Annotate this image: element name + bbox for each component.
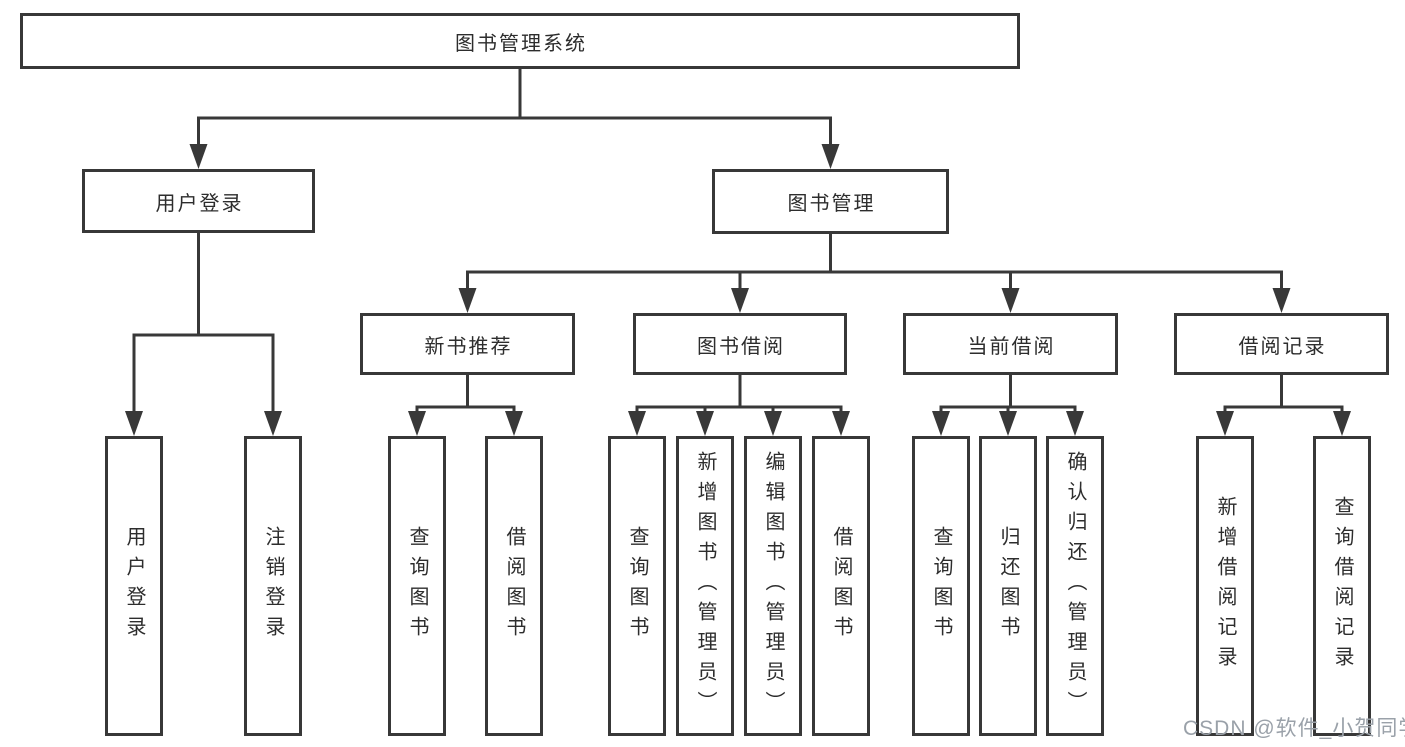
node-label: 新增借阅记录 xyxy=(1214,496,1236,676)
node-label: 借阅记录 xyxy=(1238,335,1327,358)
node-label: 借阅图书 xyxy=(503,526,525,646)
node-current-borrowing: 当前借阅 xyxy=(903,313,1118,375)
node-label: 图书借阅 xyxy=(697,335,785,358)
leaf-query-books-recommend: 查询图书 xyxy=(388,436,446,736)
node-label: 查询图书 xyxy=(626,526,648,646)
node-user-login: 用户登录 xyxy=(82,169,315,233)
node-label: 用户登录 xyxy=(123,526,145,646)
node-label: 用户登录 xyxy=(155,192,244,215)
node-label: 查询借阅记录 xyxy=(1331,496,1353,676)
node-label: 当前借阅 xyxy=(967,335,1056,358)
leaf-confirm-return-admin: 确认归还（管理员） xyxy=(1046,436,1104,736)
leaf-query-books-current: 查询图书 xyxy=(912,436,970,736)
node-label: 注销登录 xyxy=(262,526,284,646)
node-label: 归还图书 xyxy=(997,526,1019,646)
leaf-logout: 注销登录 xyxy=(244,436,302,736)
node-label: 图书管理系统 xyxy=(455,32,587,55)
leaf-borrow-books-recommend: 借阅图书 xyxy=(485,436,543,736)
node-book-borrowing: 图书借阅 xyxy=(633,313,847,375)
node-library-management-system: 图书管理系统 xyxy=(20,13,1020,69)
node-label: 查询图书 xyxy=(930,526,952,646)
node-label: 编辑图书（管理员） xyxy=(762,451,784,721)
node-label: 查询图书 xyxy=(406,526,428,646)
leaf-edit-book-admin: 编辑图书（管理员） xyxy=(744,436,802,736)
leaf-user-login: 用户登录 xyxy=(105,436,163,736)
node-new-book-recommendation: 新书推荐 xyxy=(360,313,575,375)
node-book-management: 图书管理 xyxy=(712,169,949,234)
leaf-add-book-admin: 新增图书（管理员） xyxy=(676,436,734,736)
csdn-watermark: CSDN @软件_小贺同学 xyxy=(1183,717,1405,740)
leaf-query-books-borrow: 查询图书 xyxy=(608,436,666,736)
leaf-borrow-books: 借阅图书 xyxy=(812,436,870,736)
leaf-query-borrow-record: 查询借阅记录 xyxy=(1313,436,1371,736)
node-label: 图书管理 xyxy=(787,193,876,215)
node-label: 确认归还（管理员） xyxy=(1064,451,1086,721)
node-label: 新增图书（管理员） xyxy=(694,451,716,721)
node-label: 借阅图书 xyxy=(830,526,852,646)
leaf-add-borrow-record: 新增借阅记录 xyxy=(1196,436,1254,736)
node-label: 新书推荐 xyxy=(424,335,513,358)
leaf-return-book: 归还图书 xyxy=(979,436,1037,736)
node-borrowing-records: 借阅记录 xyxy=(1174,313,1389,375)
